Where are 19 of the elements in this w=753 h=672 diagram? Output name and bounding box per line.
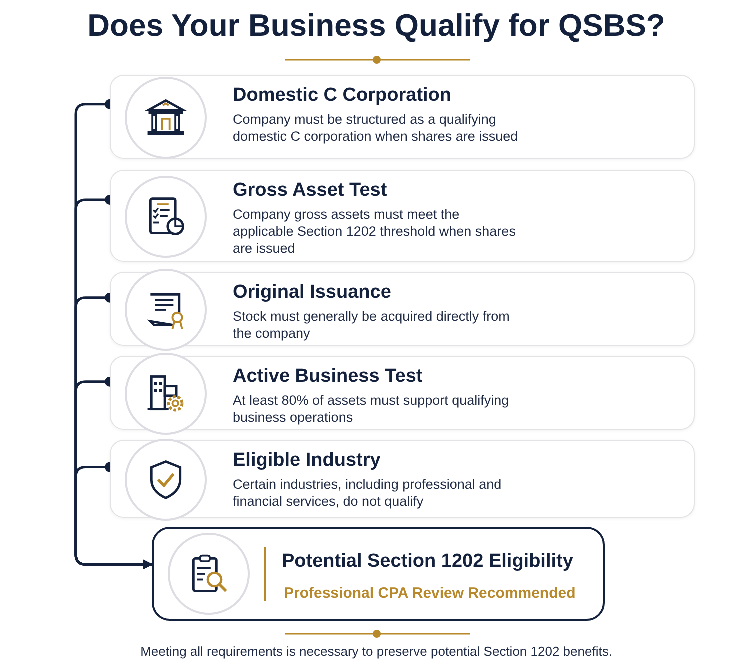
step-heading: Domestic C Corporation [233, 85, 452, 107]
step-card [110, 75, 695, 159]
title: Does Your Business Qualify for QSBS? [86, 8, 666, 44]
step-card [110, 170, 695, 262]
step-description: Stock must generally be acquired directly from the company [233, 308, 511, 342]
step-description: Company must be structured as a qualifying domestic C corporation when shares are issued [233, 111, 520, 145]
step-card [110, 440, 695, 518]
step-heading: Original Issuance [233, 282, 392, 304]
caption: Meeting all requirements is necessary to preserve potential Section 1202 benefits. [140, 644, 614, 659]
step-description: Certain industries, including professional and financial services, do not qualify [233, 476, 503, 510]
connector-arrow [74, 462, 153, 570]
step-heading: Gross Asset Test [233, 180, 388, 202]
step-description: At least 80% of assets must support qualifying business operations [233, 392, 510, 426]
result-subheading: Professional CPA Review Recommended [284, 585, 576, 602]
step-heading: Eligible Industry [233, 450, 381, 472]
step-description: Company gross assets must meet the applicable Section 1202 threshold when shares are issued [233, 206, 517, 257]
step-heading: Active Business Test [233, 366, 423, 388]
result-heading: Potential Section 1202 Eligibility [282, 551, 574, 573]
result-box [152, 527, 605, 621]
